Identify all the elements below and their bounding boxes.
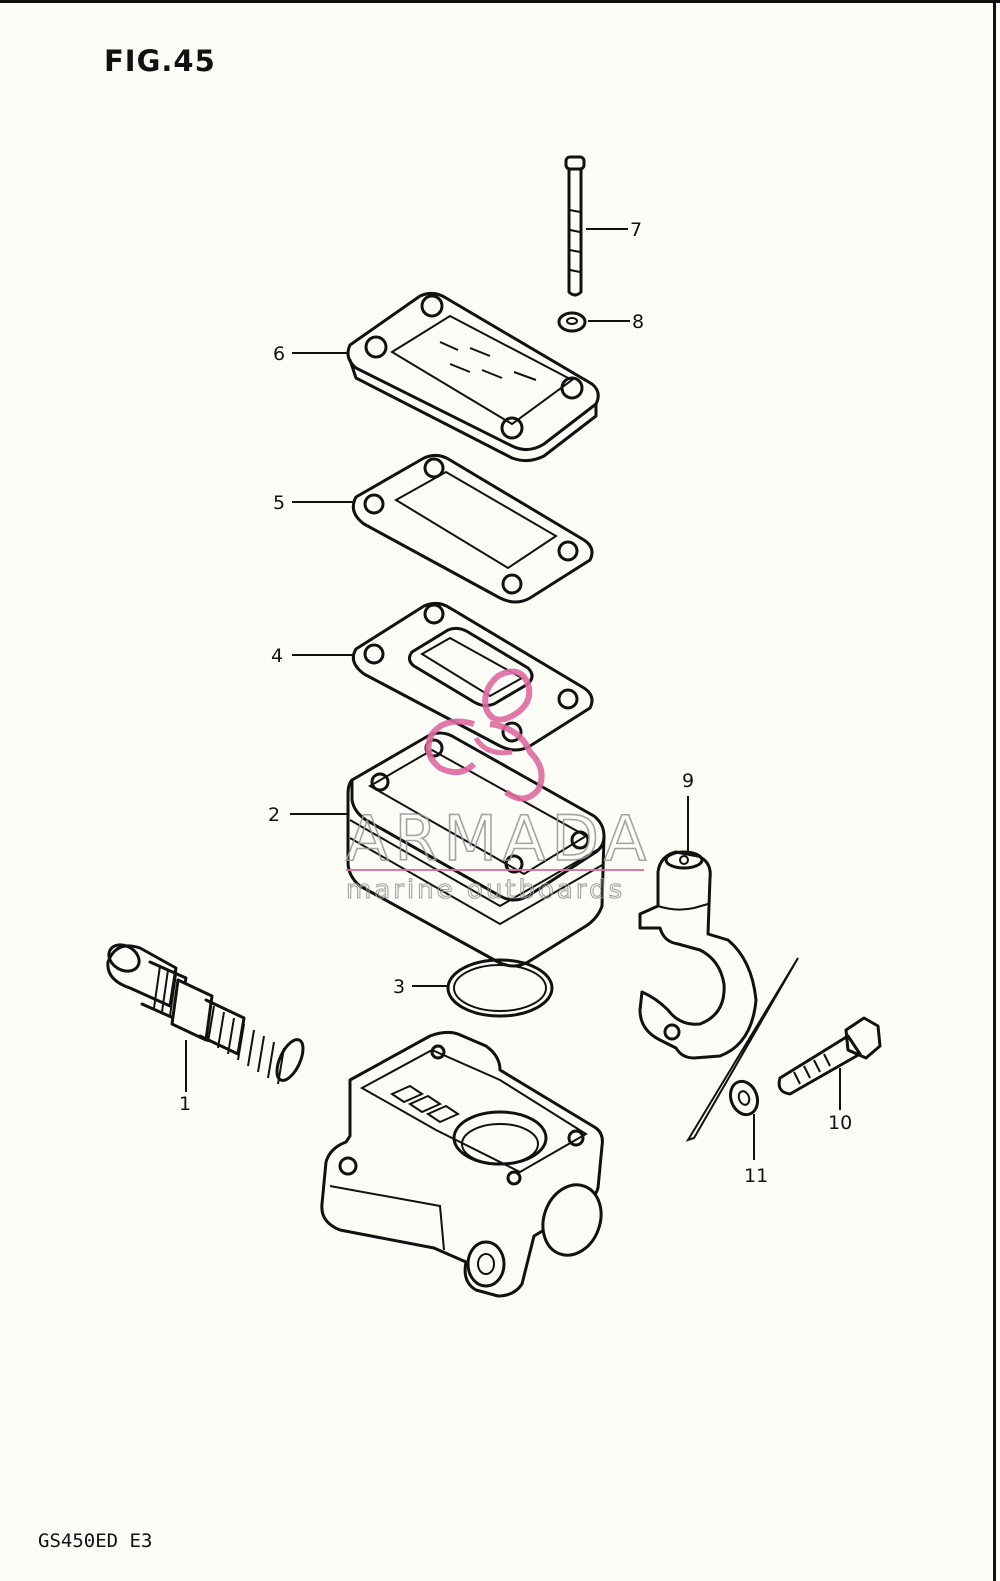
- figure-title: FIG.45: [104, 44, 216, 78]
- sheet-right-border: [993, 0, 996, 1581]
- callout-2: 2: [268, 804, 280, 826]
- sheet-top-border: [0, 0, 1000, 3]
- model-code: GS450ED E3: [38, 1530, 153, 1552]
- callout-1: 1: [179, 1093, 191, 1115]
- part-11-washer: [728, 1079, 760, 1117]
- callout-labels: 7 8 6 5 4 2 3 1 9 10 11: [179, 219, 852, 1187]
- callout-7: 7: [630, 219, 642, 241]
- leader-lines: [185, 228, 841, 1160]
- part-5-diaphragm-plate: [351, 453, 594, 604]
- part-7-screw: [564, 155, 586, 297]
- part-4-diaphragm: [351, 601, 594, 752]
- callout-5: 5: [273, 492, 285, 514]
- part-9-clamp: [638, 850, 758, 1060]
- part-1-piston-assembly: [106, 943, 305, 1085]
- callout-11: 11: [744, 1165, 768, 1187]
- mounting-plane-line: [685, 957, 799, 1142]
- watermark-tagline: marine outboards: [346, 875, 625, 905]
- callout-8: 8: [632, 311, 644, 333]
- master-cylinder-body: [320, 1030, 604, 1298]
- part-3-o-ring: [446, 958, 554, 1018]
- part-10-bolt: [777, 1016, 882, 1096]
- watermark-brand: ARMADA: [346, 802, 652, 875]
- callout-9: 9: [682, 770, 694, 792]
- callout-3: 3: [393, 976, 405, 998]
- callout-6: 6: [273, 343, 285, 365]
- part-8-washer: [557, 311, 587, 333]
- part-6-reservoir-cap: [346, 291, 600, 463]
- callout-4: 4: [271, 645, 283, 667]
- armada-logo-mark: [425, 668, 545, 802]
- callout-10: 10: [828, 1112, 852, 1134]
- armada-watermark: ARMADA marine outboards: [345, 668, 652, 906]
